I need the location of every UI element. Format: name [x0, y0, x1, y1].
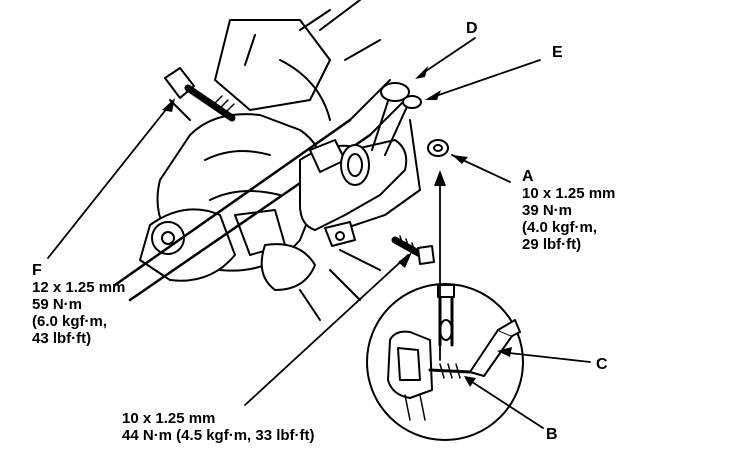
callout-a-torque-kgfm: (4.0 kgf·m, [522, 219, 598, 236]
callout-f-size: 12 x 1.25 mm [32, 279, 126, 296]
nut-a [427, 139, 449, 157]
callout-c-letter: C [596, 356, 608, 373]
callout-f-torque-kgfm: (6.0 kgf·m, [32, 313, 108, 330]
leader-b [465, 377, 544, 429]
callout-f-torque-nm: 59 N·m [32, 296, 83, 313]
detail-view [366, 283, 524, 441]
leader-f [47, 101, 173, 259]
callout-d-letter: D [466, 20, 478, 37]
leader-d [419, 37, 476, 76]
leader-lines [47, 37, 591, 429]
leader-c [499, 351, 591, 363]
callout-a-letter: A [522, 168, 534, 185]
callout-e-letter: E [552, 44, 563, 61]
callout-a-torque-nm: 39 N·m [522, 202, 573, 219]
hub-assembly [139, 0, 381, 321]
leader-bottom [244, 254, 409, 406]
callout-a-size: 10 x 1.25 mm [522, 185, 616, 202]
bolt-f [164, 67, 236, 122]
callout-f-letter: F [32, 262, 42, 279]
callout-f-torque-lbfft: 43 lbf·ft) [32, 330, 92, 347]
callout-a: A 10 x 1.25 mm 39 N·m (4.0 kgf·m, 29 lbf… [522, 168, 615, 253]
leader-e [429, 59, 541, 99]
callout-f: F 12 x 1.25 mm 59 N·m (6.0 kgf·m, 43 lbf… [32, 262, 125, 347]
bottom-spec-size: 10 x 1.25 mm [122, 410, 216, 427]
bolt-bottom [391, 235, 435, 265]
bottom-bolt-spec: 10 x 1.25 mm 44 N·m (4.5 kgf·m, 33 lbf·f… [122, 410, 315, 444]
bracket [299, 82, 422, 247]
callout-b-letter: B [546, 426, 558, 443]
bottom-spec-torque: 44 N·m (4.5 kgf·m, 33 lbf·ft) [122, 427, 315, 444]
callout-a-torque-lbfft: 29 lbf·ft) [522, 236, 582, 253]
arrowheads [162, 66, 512, 387]
